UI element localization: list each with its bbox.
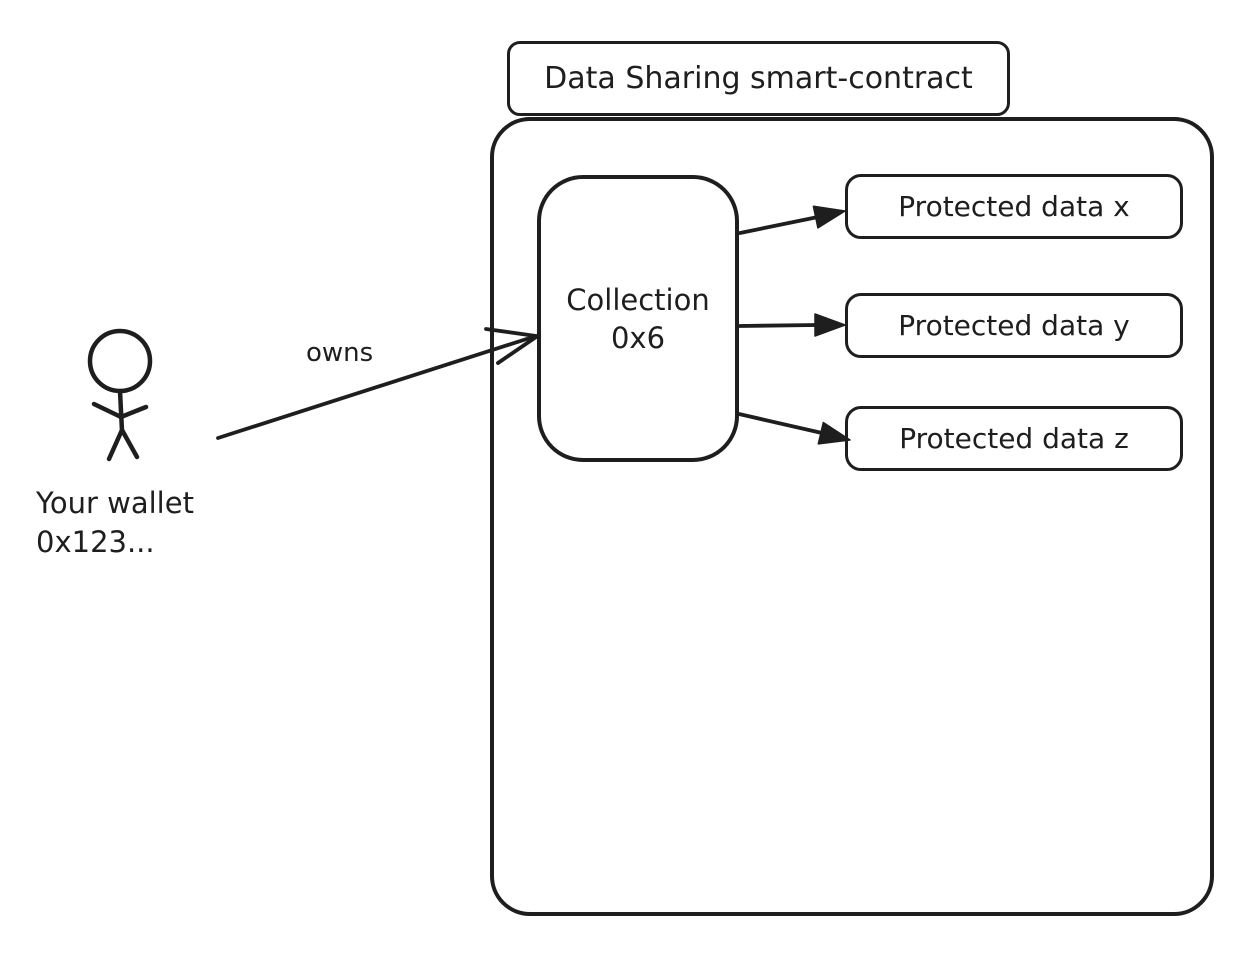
stick-figure-body bbox=[117, 388, 125, 434]
protected-data-x-node: Protected data x bbox=[845, 174, 1183, 239]
protected-data-y-label: Protected data y bbox=[898, 309, 1130, 342]
stick-figure-head bbox=[87, 328, 153, 394]
actor-wallet-name: Your wallet bbox=[36, 486, 194, 520]
protected-data-z-label: Protected data z bbox=[899, 422, 1129, 455]
collection-address: 0x6 bbox=[610, 320, 666, 355]
actor-wallet-label: Your wallet 0x123... bbox=[36, 484, 194, 562]
smart-contract-title: Data Sharing smart-contract bbox=[544, 61, 973, 96]
collection-node: Collection 0x6 bbox=[537, 175, 739, 462]
stick-figure-legs bbox=[106, 427, 140, 462]
stick-figure-arms bbox=[91, 401, 149, 420]
protected-data-z-node: Protected data z bbox=[845, 406, 1183, 471]
owns-edge-label: owns bbox=[306, 338, 374, 368]
smart-contract-container bbox=[490, 117, 1214, 916]
owns-arrow bbox=[216, 327, 538, 440]
protected-data-y-node: Protected data y bbox=[845, 293, 1183, 358]
smart-contract-title-box: Data Sharing smart-contract bbox=[507, 41, 1010, 116]
actor-wallet-address: 0x123... bbox=[36, 525, 155, 559]
stick-figure-icon bbox=[87, 328, 153, 462]
collection-name: Collection bbox=[566, 282, 710, 317]
protected-data-x-label: Protected data x bbox=[898, 190, 1130, 223]
